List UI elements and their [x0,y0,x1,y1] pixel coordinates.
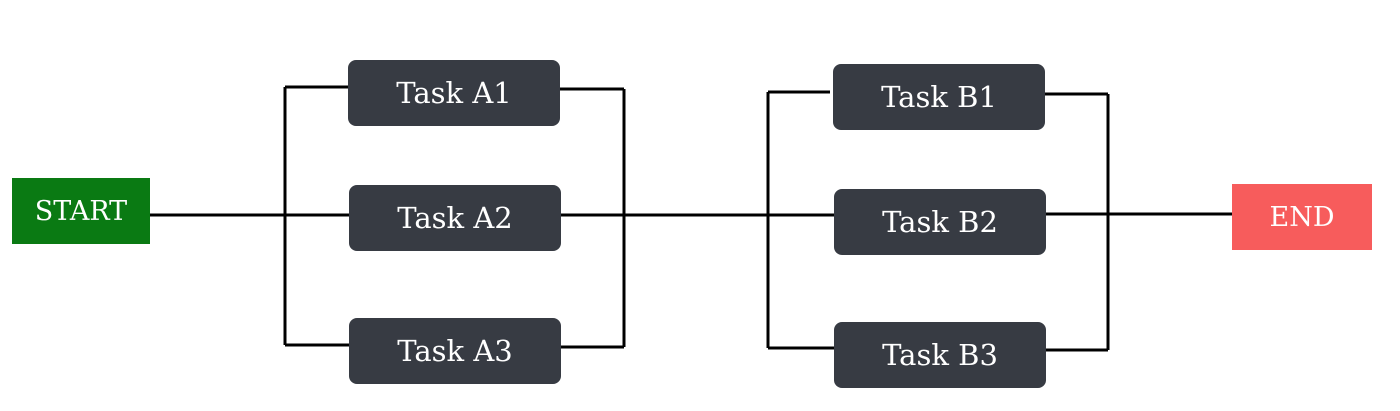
task-node-b1-label: Task B1 [881,79,997,114]
task-node-b2: Task B2 [834,189,1046,255]
task-node-a1: Task A1 [348,60,560,126]
task-node-b1: Task B1 [833,64,1045,130]
task-node-a3: Task A3 [349,318,561,384]
start-node: START [12,178,150,244]
task-node-a2: Task A2 [349,185,561,251]
task-node-a1-label: Task A1 [396,75,512,110]
end-node-label: END [1269,201,1335,233]
task-node-a2-label: Task A2 [397,200,513,235]
task-node-a3-label: Task A3 [397,333,513,368]
task-node-b3-label: Task B3 [882,337,998,372]
task-node-b3: Task B3 [834,322,1046,388]
task-node-b2-label: Task B2 [882,204,998,239]
start-node-label: START [34,195,128,227]
end-node: END [1232,184,1372,250]
